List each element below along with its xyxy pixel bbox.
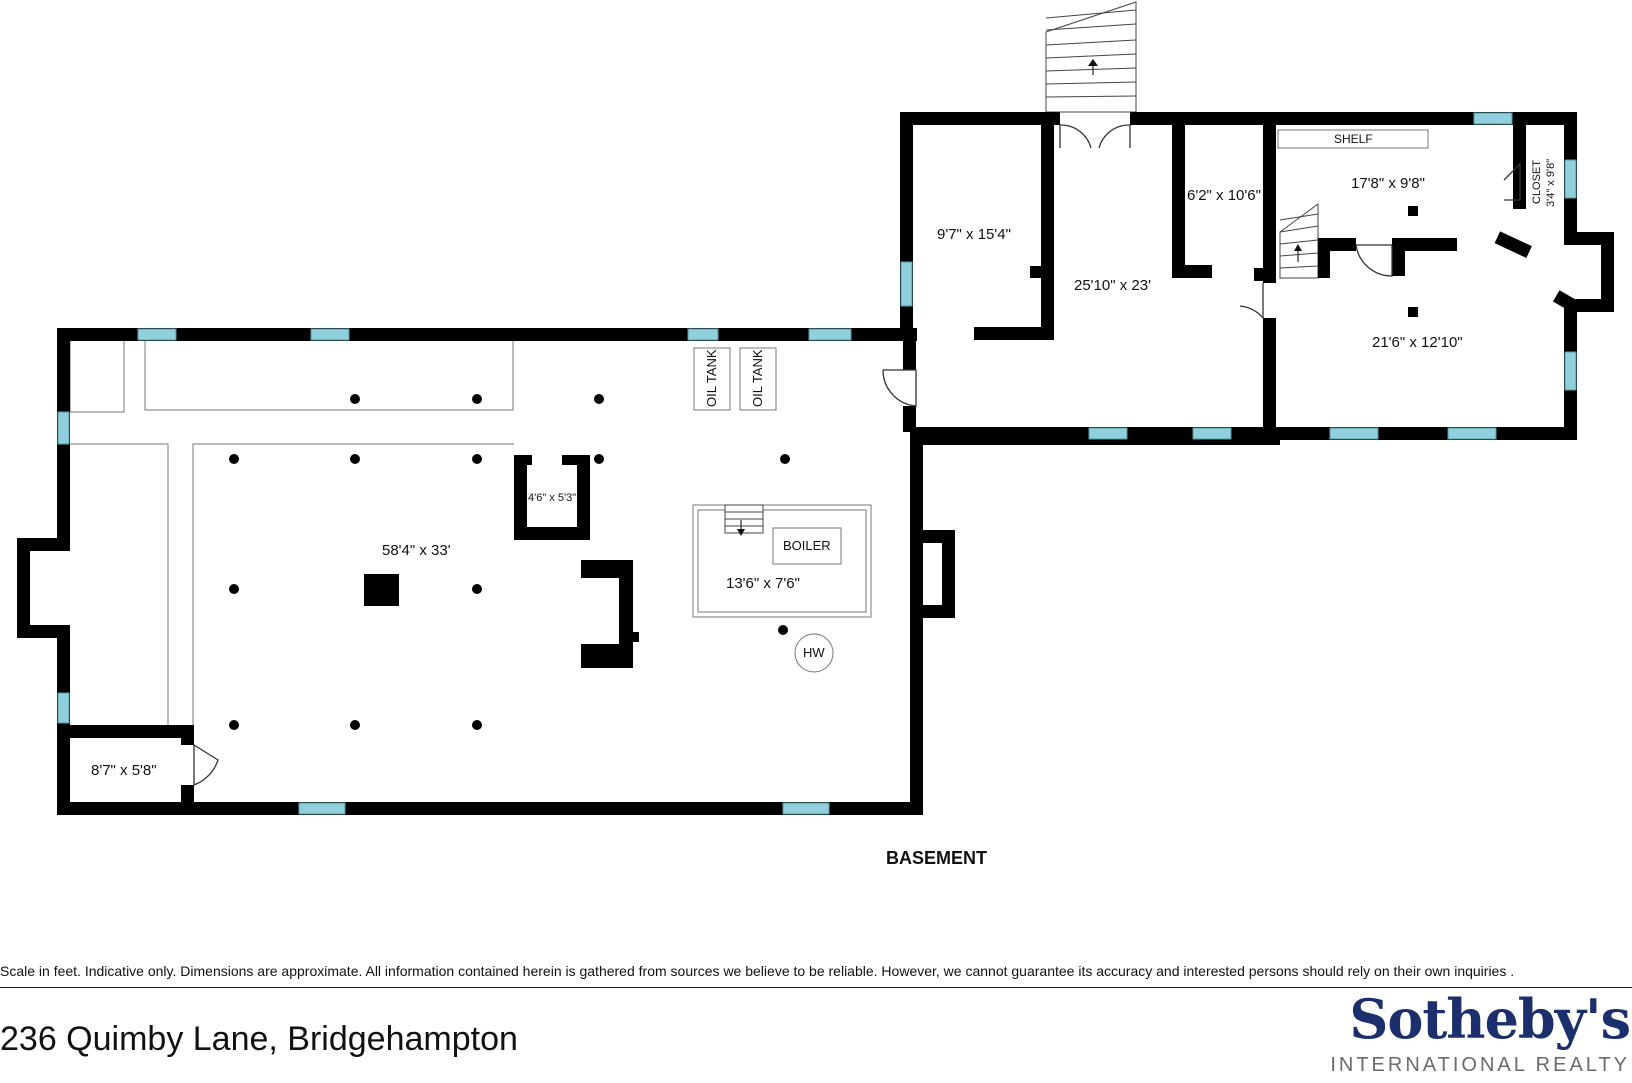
left-alcove <box>30 551 70 625</box>
closet-name-label: CLOSET <box>1531 160 1543 204</box>
brand-subtitle: INTERNATIONAL REALTY <box>1330 1054 1630 1076</box>
floor-label: BASEMENT <box>886 848 987 868</box>
doors <box>193 124 1521 786</box>
room-corner-label: 8'7" x 5'8" <box>91 762 157 779</box>
oil-tank-2-label: OIL TANK <box>750 349 765 407</box>
room-b-label: 6'2" x 10'6" <box>1187 187 1261 204</box>
exterior-stairs <box>1045 1 1137 113</box>
walls <box>17 112 1614 815</box>
property-address: 236 Quimby Lane, Bridgehampton <box>0 1020 518 1058</box>
water-heater-label: HW <box>803 645 825 660</box>
shelf-label: SHELF <box>1334 132 1373 146</box>
room-main-label: 58'4" x 33' <box>382 542 451 559</box>
interior-stairs <box>1279 203 1319 279</box>
room-a-label: 9'7" x 15'4" <box>937 226 1011 243</box>
boiler-label: BOILER <box>783 538 831 553</box>
room-labels: 58'4" x 33' 4'6" x 5'3" 13'6" x 7'6" 8'7… <box>91 132 1557 868</box>
windows <box>57 112 1577 815</box>
boiler-room-stairs <box>724 504 764 536</box>
brand-name: Sotheby's <box>1349 987 1631 1051</box>
support-posts <box>229 206 1418 730</box>
oil-tank-1-label: OIL TANK <box>704 349 719 407</box>
disclaimer-text: Scale in feet. Indicative only. Dimensio… <box>0 963 1515 979</box>
brand-logo: Sotheby's INTERNATIONAL REALTY <box>1330 987 1631 1077</box>
closet-dims-label: 3'4" x 9'8" <box>1545 159 1557 207</box>
room-small-box-label: 4'6" x 5'3" <box>528 492 576 504</box>
room-hall-label: 25'10" x 23' <box>1074 277 1151 294</box>
room-d-label: 21'6" x 12'10" <box>1372 334 1463 351</box>
room-boiler-label: 13'6" x 7'6" <box>726 575 800 592</box>
footer-divider <box>0 987 1632 988</box>
room-c-label: 17'8" x 9'8" <box>1351 175 1425 192</box>
